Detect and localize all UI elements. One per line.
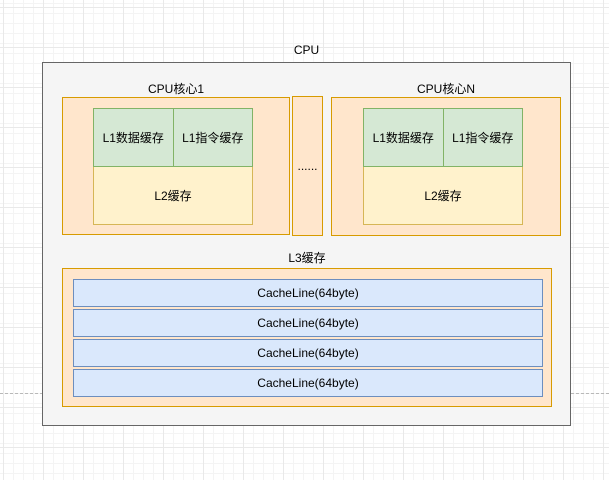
l1-data-cache: L1数据缓存 — [363, 108, 444, 167]
cache-line-row: CacheLine(64byte) — [73, 339, 543, 367]
core-n-l1-row: L1数据缓存 L1指令缓存 — [363, 108, 523, 167]
l3-cache-lines: CacheLine(64byte) CacheLine(64byte) Cach… — [73, 279, 543, 397]
core-n-label: CPU核心N — [416, 82, 475, 96]
cache-line-row: CacheLine(64byte) — [73, 309, 543, 337]
cpu-core-1: L1数据缓存 L1指令缓存 L2缓存 — [62, 97, 290, 235]
l1-instruction-cache: L1指令缓存 — [442, 108, 523, 167]
core-1-cache-stack: L1数据缓存 L1指令缓存 L2缓存 — [93, 108, 253, 226]
l3-label: L3缓存 — [288, 251, 326, 265]
core-1-label: CPU核心1 — [147, 82, 204, 96]
l1-data-cache: L1数据缓存 — [93, 108, 174, 167]
cpu-label: CPU — [293, 43, 320, 57]
l2-cache: L2缓存 — [93, 166, 253, 225]
core-ellipsis-label: ...... — [297, 159, 318, 173]
cache-line-row: CacheLine(64byte) — [73, 369, 543, 397]
core-n-cache-stack: L1数据缓存 L1指令缓存 L2缓存 — [363, 108, 523, 226]
core-ellipsis-box: ...... — [292, 96, 323, 236]
l1-instruction-cache: L1指令缓存 — [172, 108, 253, 167]
cache-line-row: CacheLine(64byte) — [73, 279, 543, 307]
l3-cache: CacheLine(64byte) CacheLine(64byte) Cach… — [62, 268, 552, 407]
cpu-core-n: L1数据缓存 L1指令缓存 L2缓存 — [331, 97, 561, 236]
core-1-l1-row: L1数据缓存 L1指令缓存 — [93, 108, 253, 167]
l2-cache: L2缓存 — [363, 166, 523, 225]
